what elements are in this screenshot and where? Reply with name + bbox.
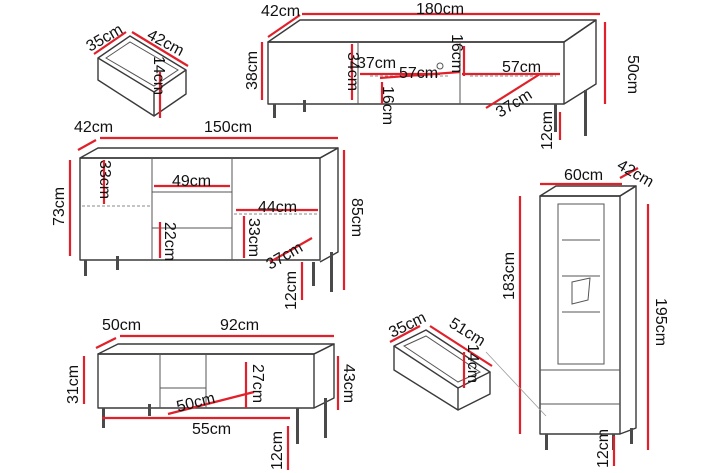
vitrine-leg — [545, 434, 548, 450]
coffee-table-shelf-depth-label: 50cm — [175, 390, 217, 416]
vitrine-body — [539, 195, 621, 435]
coffee-table-leg — [148, 404, 151, 416]
tv-unit-leg — [554, 104, 557, 132]
vitrine-leg — [630, 428, 633, 444]
coffee-table-top — [97, 343, 335, 355]
dim-line — [429, 325, 493, 367]
coffee-table-height-right-label: 43cm — [340, 364, 357, 403]
tv-unit-inner-height-label: 38cm — [244, 51, 261, 90]
tv-unit-leg-height-label: 12cm — [539, 111, 556, 150]
coffee-table-width-label: 92cm — [220, 317, 259, 334]
sideboard: 42cm 150cm 73cm 85cm 33cm 49cm 22cm 44cm… — [51, 119, 365, 310]
sideboard-body — [79, 157, 321, 261]
tv-unit-height-label: 50cm — [624, 55, 641, 94]
sideboard-leg — [84, 260, 87, 276]
sideboard-drawer-width-label: 49cm — [172, 173, 211, 190]
sideboard-leg — [330, 252, 333, 292]
tv-unit-leg — [584, 90, 587, 136]
dim-line — [167, 390, 255, 416]
tv-unit-depth-label: 42cm — [261, 3, 300, 20]
tv-unit-comp-width-a-label: 57cm — [399, 65, 438, 82]
tv-unit-side — [563, 19, 597, 105]
vitrine-height-total-label: 195cm — [652, 298, 669, 346]
sideboard-leg-height-label: 12cm — [283, 271, 300, 310]
dim-line — [269, 237, 313, 263]
drawer-large: 35cm 51cm 14cm — [386, 309, 493, 411]
drawer-small: 35cm 42cm 14cm — [84, 21, 189, 118]
drawer-small-side-label: 35cm — [84, 21, 126, 55]
drawer-small-depth-label: 42cm — [144, 27, 187, 60]
coffee-table-leg — [324, 398, 327, 438]
drawer-large-height-label: 14cm — [464, 344, 481, 383]
dim-line — [93, 31, 127, 55]
coffee-table-height-left-label: 31cm — [65, 365, 82, 404]
coffee-table-leg-height-label: 12cm — [269, 431, 286, 470]
sideboard-width-label: 150cm — [204, 119, 252, 136]
dim-line — [131, 31, 189, 67]
dim-line — [485, 73, 541, 109]
dim-line — [267, 14, 301, 38]
tv-unit-comp-width-b-label: 57cm — [502, 59, 541, 76]
vitrine-width-label: 60cm — [564, 167, 603, 184]
vitrine: 60cm 42cm 183cm 195cm 12cm — [485, 157, 669, 468]
tv-unit-leg — [303, 100, 306, 112]
sideboard-height-left-label: 73cm — [51, 187, 68, 226]
dim-line — [619, 167, 639, 179]
sideboard-inner-depth-label: 37cm — [264, 239, 306, 273]
sideboard-comp-width-label: 44cm — [258, 199, 297, 216]
sideboard-leg — [312, 262, 315, 286]
sideboard-height-right-label: 85cm — [348, 198, 365, 237]
dim-line — [95, 337, 117, 349]
sideboard-shelf-height-label: 33cm — [96, 160, 113, 199]
tv-unit-shelf-depth-label: 37cm — [357, 55, 396, 72]
tv-unit: 42cm 180cm 50cm 38cm 34cm 37cm 57cm 57cm… — [244, 1, 641, 150]
tv-unit-comp-height-label: 34cm — [344, 52, 361, 91]
sideboard-drawer-height-label: 22cm — [161, 222, 178, 261]
vitrine-leg-height-label: 12cm — [595, 429, 612, 468]
dim-line — [77, 139, 97, 151]
tv-unit-leg — [273, 104, 276, 118]
vitrine-glass-door — [557, 203, 605, 365]
coffee-table-shelf-width-label: 55cm — [192, 421, 231, 438]
coffee-table: 50cm 92cm 31cm 43cm 27cm 50cm 55cm 12cm — [65, 317, 357, 470]
drawer-large-side-label: 35cm — [386, 309, 429, 341]
sideboard-top — [79, 147, 339, 159]
coffee-table-leg — [296, 408, 299, 444]
sideboard-leg — [116, 256, 119, 270]
tv-unit-divider-a-label: 16cm — [448, 34, 465, 73]
dim-line — [389, 325, 421, 343]
sideboard-depth-label: 42cm — [74, 119, 113, 136]
tv-unit-divider-b-label: 16cm — [379, 86, 396, 125]
drawer-small-height-label: 14cm — [150, 56, 167, 95]
coffee-table-shelf-height-label: 27cm — [249, 364, 266, 403]
vitrine-height-inner-label: 183cm — [501, 252, 518, 300]
tv-unit-top — [267, 19, 597, 43]
coffee-table-depth-label: 50cm — [102, 317, 141, 334]
sideboard-comp-height-label: 33cm — [245, 218, 262, 257]
tv-unit-width-label: 180cm — [416, 1, 464, 18]
dim-line — [379, 70, 461, 80]
tv-unit-body — [267, 41, 565, 105]
